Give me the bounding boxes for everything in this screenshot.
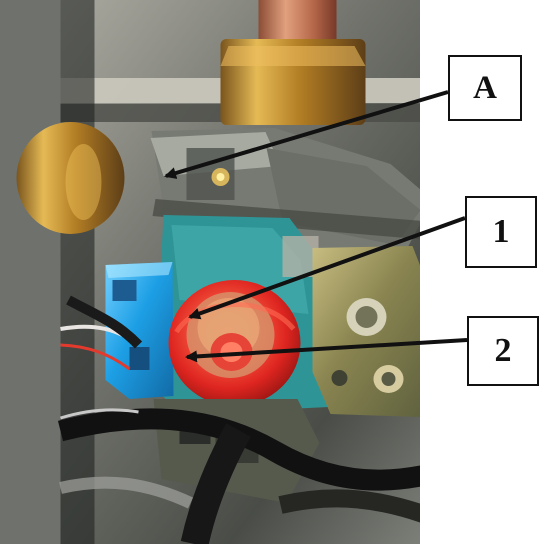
- callout-label-a: A: [473, 69, 497, 106]
- arrow-2: [185, 338, 468, 363]
- photo-illustration: [16, 0, 420, 544]
- callout-box-1: 1: [465, 196, 537, 268]
- gas-valve-photograph: [0, 0, 420, 544]
- callout-label-1: 1: [492, 213, 510, 250]
- brass-fitting-left: [16, 122, 125, 234]
- arrow-a: [164, 90, 449, 179]
- left-wires: [60, 295, 143, 420]
- callout-label-2: 2: [494, 332, 512, 369]
- arrow-1: [188, 216, 466, 320]
- callout-box-a: A: [448, 55, 522, 121]
- callout-box-2: 2: [467, 316, 539, 386]
- copper-pipe-top: [220, 0, 366, 125]
- lower-valve-and-cable: [57, 399, 420, 544]
- olive-mounting-bracket: [312, 246, 420, 417]
